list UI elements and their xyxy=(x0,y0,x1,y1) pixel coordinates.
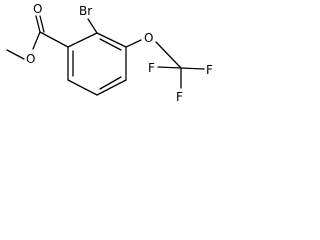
bond-ether-oxygen-to-cf3-carbon xyxy=(155,41,182,69)
ring-bond-bottom-right-inner xyxy=(99,76,122,90)
ring-bond-bottom-right xyxy=(96,79,127,96)
carbonyl-double-bond-2 xyxy=(39,15,45,33)
bromine-label: Br xyxy=(79,4,92,18)
bond-ester-oxygen-to-methyl xyxy=(6,49,25,60)
ring-bond-top-left xyxy=(67,32,98,48)
fluorine-bottom-label: F xyxy=(176,90,183,104)
ring-bond-bottom-left xyxy=(67,79,98,96)
ring-bond-top-right xyxy=(96,32,127,48)
bond-ring-to-bromine xyxy=(87,18,98,34)
bond-carbonyl-to-ester-oxygen xyxy=(32,31,41,50)
ring-bond-top-right-inner xyxy=(99,38,122,51)
bond-ring-to-ether-oxygen xyxy=(125,39,142,48)
carbonyl-double-bond-1 xyxy=(35,15,41,33)
molecule-structure: Br O O O F F F xyxy=(6,2,213,104)
bond-ring-to-carbonyl-carbon xyxy=(39,31,69,48)
fluorine-left-label: F xyxy=(148,61,155,75)
fluorine-right-label: F xyxy=(206,63,213,77)
carbonyl-oxygen-label: O xyxy=(33,2,42,16)
bond-cf3-to-fluorine-left xyxy=(157,66,182,69)
ester-oxygen-label: O xyxy=(26,52,35,66)
ether-oxygen-label: O xyxy=(144,31,153,45)
bond-cf3-to-fluorine-right xyxy=(180,67,205,70)
benzene-ring xyxy=(67,32,127,96)
